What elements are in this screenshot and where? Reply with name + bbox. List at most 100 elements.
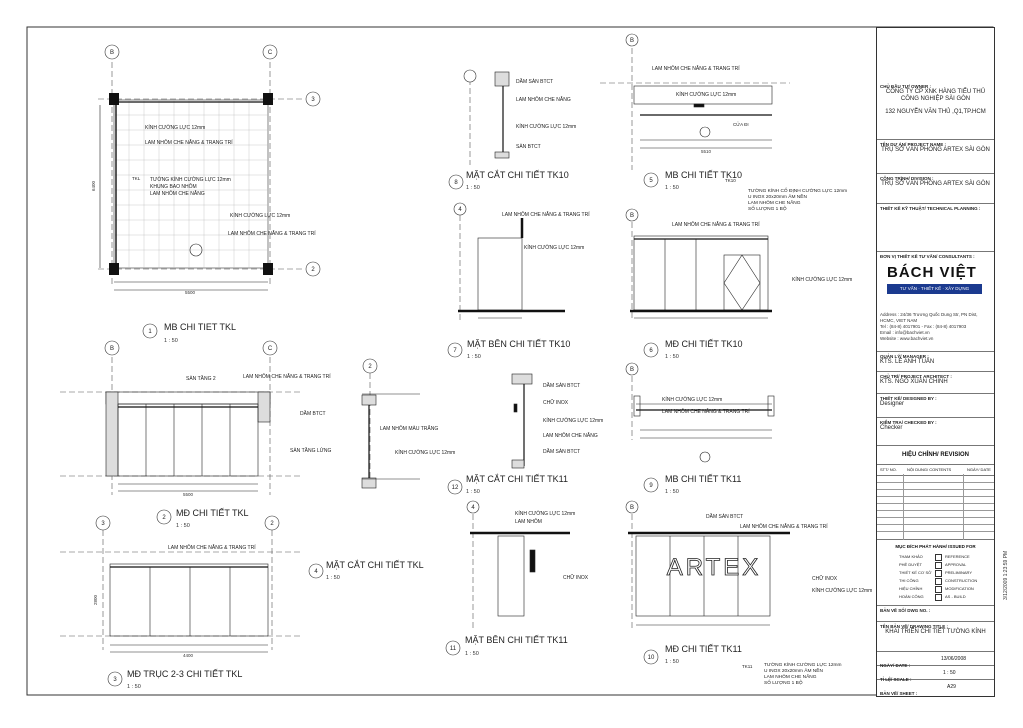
consultant-section: ĐƠN VỊ THIẾT KẾ TƯ VẤN/ CONSULTANTS : BÁ… — [877, 252, 994, 352]
drawing-2-elevation — [60, 357, 300, 495]
note-tk10-3: LAM NHÔM CHE NẮNG — [748, 198, 801, 206]
designer-section: THIẾT KẾ/ DESIGNED BY : Designer — [877, 394, 994, 418]
note-glass-1: KÍNH CƯỜNG LỰC 12mm — [145, 124, 205, 131]
note-dam-btct: DẦM BTCT — [300, 410, 326, 417]
note-chu-inox-10: CHỮ INOX — [812, 575, 838, 582]
title-block: CHỦ ĐẦU TƯ/ OWNER : CÔNG TY CP XNK HÀNG … — [876, 27, 995, 697]
dwg-no-label: BẢN VẼ SỐ/ DWG NO. : — [880, 608, 931, 613]
drawing-6-scale: 1 : 50 — [665, 354, 679, 360]
drawing-4-title: MẶT CẮT CHI TIẾT TKL — [326, 560, 424, 570]
drawing-10-number: 10 — [648, 655, 655, 661]
tag-tk11: TK11 — [742, 664, 753, 669]
drawing-8-marks — [448, 69, 477, 190]
grid-label-3: 3 — [311, 97, 315, 103]
issue-item-code: CONSTRUCTION — [945, 578, 978, 583]
note-lam-11: LAM NHÔM — [515, 518, 542, 525]
drawing-3-scale: 1 : 50 — [127, 684, 141, 690]
drawing-2-number: 2 — [162, 515, 166, 521]
issue-checkbox[interactable] — [935, 586, 942, 593]
dwg-no-section: BẢN VẼ SỐ/ DWG NO. : — [877, 606, 994, 622]
drawing-11-marks — [445, 500, 480, 656]
note-louver-10: LAM NHÔM CHE NẮNG & TRANG TRÍ — [740, 522, 828, 530]
drawing-12-scale: 1 : 50 — [466, 489, 480, 495]
issue-section: MỤC ĐÍCH PHÁT HÀNH/ ISSUED FOR THAM KHẢO… — [877, 540, 994, 606]
drawing-3-number: 3 — [113, 677, 117, 683]
drawing-3-title: MĐ TRỤC 2-3 CHI TIẾT TKL — [127, 669, 242, 679]
grid-label-c: C — [268, 50, 273, 56]
drawing-5-scale: 1 : 50 — [665, 185, 679, 191]
bach-viet-logo: BÁCH VIỆT TƯ VẤN · THIẾT KẾ · XÂY DỰNG — [887, 264, 982, 306]
note-door-5: CỬA ĐI — [733, 121, 749, 127]
technical-section: THIẾT KẾ KỸ THUẬT/ TECHNICAL PLANNING : — [877, 204, 994, 252]
drawing-4-scale: 1 : 50 — [326, 575, 340, 581]
note-louver-2: LAM NHÔM CHE NẮNG & TRANG TRÍ — [243, 372, 331, 380]
drawing-9-marks — [625, 362, 659, 493]
note-louver-7: LAM NHÔM CHE NẮNG & TRANG TRÍ — [502, 210, 590, 218]
grid-label-3-3: 3 — [101, 521, 105, 527]
issue-checkbox[interactable] — [935, 594, 942, 601]
drawing-10-title: MĐ CHI TIẾT TK11 — [665, 644, 742, 654]
note-chu-inox-12: CHỮ INOX — [543, 399, 569, 406]
manager-section: QUẢN LÝ/ MANAGER : KTS. LÊ ANH TUẤN — [877, 352, 994, 372]
note-lam-nhom-8: LAM NHÔM CHE NẮNG — [516, 95, 571, 103]
revision-row — [877, 490, 994, 497]
dim-2-width: 5500 — [183, 492, 194, 497]
drawing-8-number: 8 — [454, 180, 458, 186]
grid-label-b-9: B — [630, 367, 634, 373]
issue-item-code: PRELIMINARY — [945, 570, 973, 575]
checker-label: KIỂM TRA/ CHECKED BY : — [880, 420, 937, 425]
date-value: 13/06/2008 — [941, 656, 967, 662]
rev-col-date: NGÀY/ DATE — [967, 467, 991, 472]
note-glass-1b: KÍNH CƯỜNG LỰC 12mm — [230, 212, 290, 219]
note-louver-1: LAM NHÔM CHE NẮNG & TRANG TRÍ — [145, 138, 233, 146]
drawing-2-title: MĐ CHI TIẾT TKL — [176, 508, 249, 518]
grid-bubble-4 — [362, 358, 378, 374]
drawing-12-mark — [447, 479, 463, 495]
issue-checkbox[interactable] — [935, 554, 942, 561]
technical-label: THIẾT KẾ KỸ THUẬT/ TECHNICAL PLANNING : — [880, 206, 981, 211]
revision-header: STT/ NO. NỘI DUNG/ CONTENTS NGÀY/ DATE — [877, 465, 994, 476]
building-name: TRỤ SỞ VĂN PHÒNG ARTEX SÀI GÒN — [881, 181, 990, 187]
note-lam-12: LAM NHÔM CHE NẮNG — [543, 431, 598, 439]
date-section: NGÀY/ DATE : 13/06/2008 — [877, 652, 994, 668]
note-louver-9: LAM NHÔM CHE NẮNG & TRANG TRÍ — [662, 407, 750, 415]
drawing-11-scale: 1 : 50 — [465, 651, 479, 657]
dim-1-height: 6400 — [91, 180, 96, 191]
drawing-8-section — [469, 70, 510, 165]
grid-label-4-11: 4 — [471, 505, 475, 511]
dim-3-width: 4400 — [183, 653, 194, 658]
issue-checkbox[interactable] — [935, 578, 942, 585]
note-san-btct-8: SÀN BTCT — [516, 143, 541, 150]
issue-checkbox[interactable] — [935, 570, 942, 577]
grid-label-c-2: C — [268, 346, 273, 352]
drawing-10-marks — [625, 500, 659, 665]
note-tkl-1: TƯỜNG KÍNH CƯỜNG LỰC 12mm — [150, 176, 231, 183]
drawing-7-number: 7 — [453, 348, 457, 354]
building-label: CÔNG TRÌNH/ DIVISION : — [880, 176, 934, 181]
issue-checkbox[interactable] — [935, 562, 942, 569]
grid-bubbles-1 — [104, 44, 321, 339]
drawing-7-title: MẶT BÊN CHI TIẾT TK10 — [467, 339, 570, 349]
logo-band: TƯ VẤN · THIẾT KẾ · XÂY DỰNG — [887, 284, 982, 294]
drawing-8-title: MẶT CẮT CHI TIẾT TK10 — [466, 170, 569, 180]
note-san-tang-2: SÀN TẦNG 2 — [186, 375, 216, 382]
note-dam-san-10: DẦM SÀN BTCT — [706, 513, 743, 520]
drawing-5-number: 5 — [649, 178, 653, 184]
drawing-9-title: MB CHI TIẾT TK11 — [665, 474, 741, 484]
project-section: TÊN DỰ ÁN/ PROJECT NAME : TRỤ SỞ VĂN PHÒ… — [877, 140, 994, 174]
sheet-value: A29 — [947, 684, 956, 690]
revision-row — [877, 483, 994, 490]
issue-item-label: HOÀN CÔNG — [899, 594, 924, 599]
drawing-6-title: MĐ CHI TIẾT TK10 — [665, 339, 743, 349]
note-tk10-4: SỐ LƯỢNG 1 BỘ — [748, 205, 787, 212]
project-name: TRỤ SỞ VĂN PHÒNG ARTEX SÀI GÒN — [881, 147, 990, 153]
note-dam-san-12b: DẦM SÀN BTCT — [543, 448, 580, 455]
owner-address: 132 NGUYỄN VĂN THỦ ,Q1,TP.HCM — [885, 109, 986, 115]
grid-label-2: 2 — [311, 267, 315, 273]
drawing-4-number: 4 — [314, 569, 318, 575]
drawing-6-elevation — [630, 222, 772, 320]
grid-label-b: B — [110, 50, 114, 56]
drawing-11-side — [470, 514, 570, 630]
manager-label: QUẢN LÝ/ MANAGER : — [880, 354, 929, 359]
